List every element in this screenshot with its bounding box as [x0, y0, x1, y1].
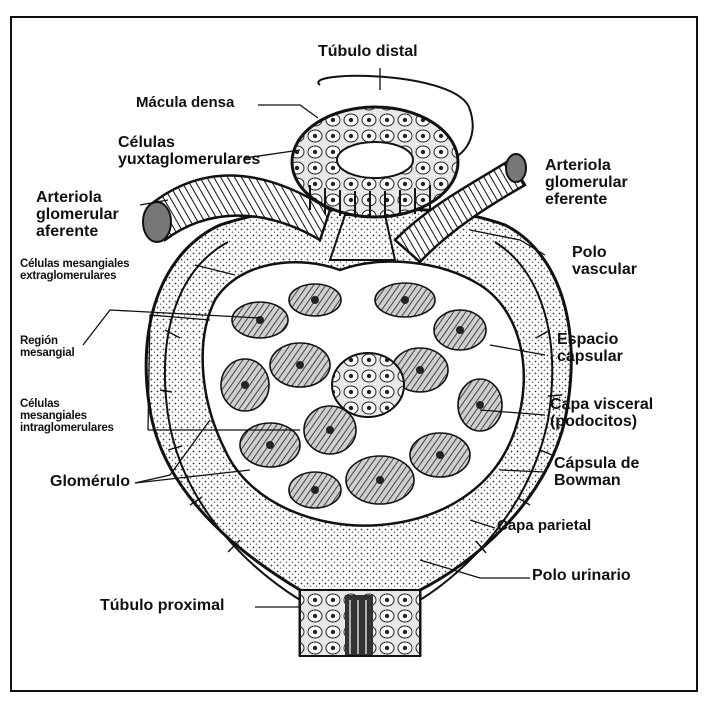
label-capsula-bowman: Cápsula de Bowman: [554, 456, 639, 490]
distal-tubule: [292, 76, 473, 217]
label-espacio-capsular: Espacio capsular: [557, 332, 623, 366]
label-capa-parietal: Capa parietal: [497, 518, 591, 534]
label-glomerulo: Glomérulo: [50, 474, 130, 491]
label-tubulo-proximal: Túbulo proximal: [100, 598, 224, 615]
label-macula-densa: Mácula densa: [136, 95, 234, 111]
label-arteriola-aferente: Arteriola glomerular aferente: [36, 190, 119, 240]
label-tubulo-distal: Túbulo distal: [318, 44, 418, 61]
label-polo-urinario: Polo urinario: [532, 568, 631, 585]
label-celulas-mesangiales-intraglomerulares: Células mesangiales intraglomerulares: [20, 398, 114, 434]
label-polo-vascular: Polo vascular: [572, 245, 637, 279]
label-arteriola-eferente: Arteriola glomerular eferente: [545, 158, 628, 208]
label-celulas-mesangiales-extraglomerulares: Células mesangiales extraglomerulares: [20, 258, 129, 282]
label-capa-visceral: Capa visceral (podocitos): [550, 397, 653, 431]
label-celulas-yuxtaglomerulares: Células yuxtaglomerulares: [118, 135, 260, 169]
label-region-mesangial: Región mesangial: [20, 335, 74, 359]
